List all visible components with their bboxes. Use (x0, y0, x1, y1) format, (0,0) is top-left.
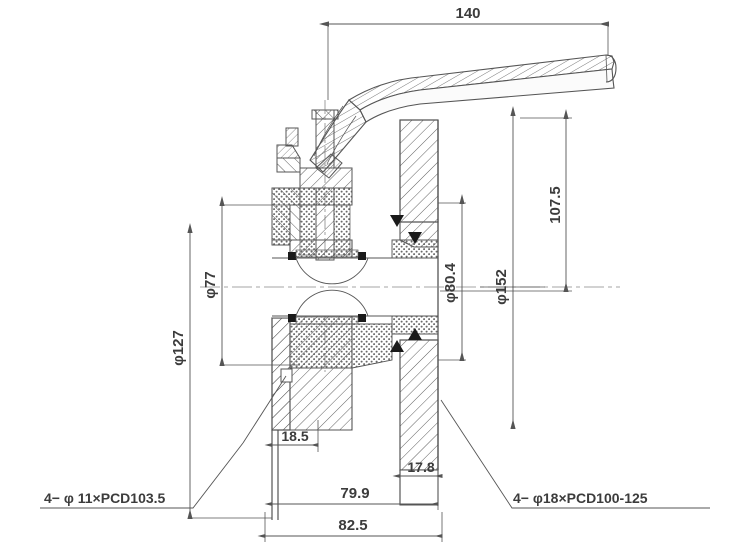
dimension-phi80-4: φ80.4 (438, 194, 466, 361)
dimension-phi77-label: φ77 (202, 271, 219, 298)
dimension-79-9-label: 79.9 (340, 485, 369, 502)
dimension-82-5-label: 82.5 (338, 517, 367, 534)
left-flange-skirt (271, 430, 279, 520)
dimension-79-9: 79.9 (264, 470, 439, 510)
dimension-phi80-4-label: φ80.4 (442, 262, 459, 303)
callout-right-bolt-pattern: 4− φ18×PCD100-125 (440, 399, 710, 509)
valve-body-right-flange (390, 119, 439, 506)
callout-left-bolt-pattern: 4− φ 11×PCD103.5 (40, 375, 287, 509)
valve-body-left (271, 187, 393, 431)
stem-assembly (276, 100, 353, 372)
dimension-107-5-label: 107.5 (547, 186, 564, 224)
dimension-82-5: 82.5 (257, 512, 443, 542)
lever-handle (309, 54, 617, 179)
dimension-107-5: 107.5 (440, 109, 572, 292)
dimension-18-5: 18.5 (264, 420, 319, 452)
dimension-phi77: φ77 (202, 196, 300, 366)
callout-left-bolt-pattern-label: 4− φ 11×PCD103.5 (44, 490, 166, 506)
dimension-phi127: φ127 (170, 223, 272, 519)
dimension-17-8: 17.8 (392, 452, 443, 482)
dimension-140-label: 140 (455, 5, 480, 22)
dimension-18-5-label: 18.5 (281, 428, 308, 444)
dimension-phi152-label: φ152 (493, 269, 510, 305)
dimension-phi127-label: φ127 (170, 330, 187, 366)
dimension-17-8-label: 17.8 (407, 459, 434, 475)
dimension-140: 140 (319, 5, 609, 100)
dimension-phi152: φ152 (480, 106, 545, 429)
callout-right-bolt-pattern-label: 4− φ18×PCD100-125 (513, 490, 648, 506)
